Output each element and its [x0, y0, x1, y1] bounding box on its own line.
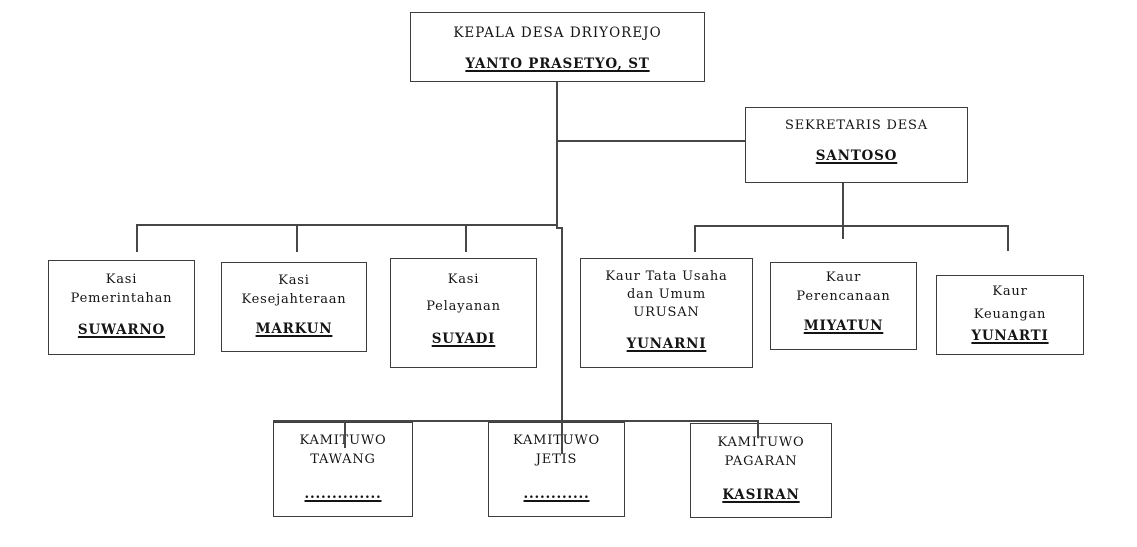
role-title: KAMITUWO [512, 433, 601, 448]
role-title: URUSAN [633, 305, 700, 320]
org-node-kasi-kesejahteraan: Kasi Kesejahteraan MARKUN [221, 262, 367, 352]
role-title: Kasi [105, 272, 138, 287]
role-title: Kaur Tata Usaha [605, 269, 728, 284]
role-title: dan Umum [627, 287, 706, 302]
role-title: Pelayanan [426, 299, 501, 314]
person-name: MARKUN [255, 321, 333, 337]
role-title: Kasi [447, 272, 480, 287]
role-title: KAMITUWO [299, 433, 387, 448]
connector-stub-kaur-tata-usaha [694, 225, 696, 252]
person-name: SANTOSO [815, 148, 898, 164]
org-node-kasi-pelayanan: Kasi Pelayanan SUYADI [390, 258, 537, 368]
person-name: KASIRAN [722, 487, 800, 503]
person-name: YANTO PRASETYO, ST [465, 56, 650, 72]
connector-kasi-row-horizontal [137, 224, 558, 226]
connector-stub-kasi-pemerintahan [136, 224, 138, 252]
role-title: Kasi [278, 273, 310, 288]
connector-stub-kasi-kesejahteraan [296, 224, 298, 252]
org-node-kaur-perencanaan: Kaur Perencanaan MIYATUN [770, 262, 917, 350]
role-title: KEPALA DESA DRIYOREJO [453, 25, 662, 41]
org-node-kaur-tata-usaha: Kaur Tata Usaha dan Umum URUSAN YUNARNI [580, 258, 753, 368]
person-name: MIYATUN [803, 318, 884, 334]
role-title: KAMITUWO [717, 435, 805, 450]
role-title: Kaur [825, 270, 862, 285]
role-title: SEKRETARIS DESA [785, 118, 928, 133]
connector-center-vertical [561, 228, 563, 454]
role-title: Kaur [992, 284, 1028, 299]
person-name: YUNARTI [971, 328, 1049, 344]
connector-sekretaris-vertical [842, 183, 844, 239]
role-title: Kesejahteraan [241, 292, 347, 307]
connector-stub-kaur-keuangan [1007, 225, 1009, 251]
org-node-sekretaris-desa: SEKRETARIS DESA SANTOSO [745, 107, 968, 183]
org-node-kaur-keuangan: Kaur Keuangan YUNARTI [936, 275, 1084, 355]
person-name: ............ [523, 486, 590, 502]
connector-stub-kamituwo-tawang [344, 420, 346, 448]
connector-kaur-row-horizontal [695, 225, 1009, 227]
role-title: PAGARAN [724, 454, 798, 469]
person-name: SUWARNO [77, 322, 166, 338]
org-node-kepala-desa: KEPALA DESA DRIYOREJO YANTO PRASETYO, ST [410, 12, 705, 82]
person-name: YUNARNI [626, 336, 707, 352]
role-title: JETIS [535, 452, 578, 467]
org-node-kamituwo-pagaran: KAMITUWO PAGARAN KASIRAN [690, 423, 832, 518]
connector-stub-kasi-pelayanan [465, 224, 467, 252]
org-node-kamituwo-jetis: KAMITUWO JETIS ............ [488, 422, 625, 517]
role-title: Perencanaan [796, 289, 891, 304]
role-title: Pemerintahan [70, 291, 173, 306]
person-name: SUYADI [431, 331, 496, 347]
connector-stub-kamituwo-pagaran [757, 420, 759, 438]
org-node-kamituwo-tawang: KAMITUWO TAWANG .............. [273, 422, 413, 517]
role-title: Keuangan [973, 307, 1047, 322]
person-name: .............. [304, 486, 382, 502]
connector-kamituwo-row-horizontal [273, 420, 759, 422]
connector-sekretaris-horizontal [557, 140, 745, 142]
org-node-kasi-pemerintahan: Kasi Pemerintahan SUWARNO [48, 260, 195, 355]
role-title: TAWANG [310, 452, 376, 467]
connector-kepala-vertical [556, 82, 558, 228]
connector-center-jog [556, 227, 563, 229]
